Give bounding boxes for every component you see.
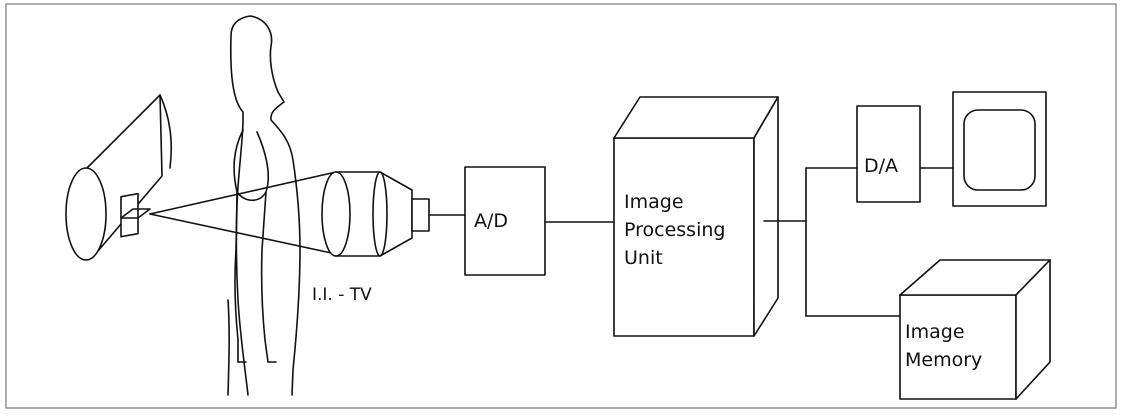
- da-converter: [856, 105, 921, 203]
- connections: [428, 167, 954, 317]
- ipu-label-line3: Unit: [624, 247, 663, 269]
- image-memory: [899, 259, 1051, 400]
- memory-label-line2: Memory: [905, 349, 982, 371]
- ipu-label-line1: Image: [624, 191, 684, 213]
- x-ray-tube: [65, 94, 173, 261]
- da-label: D/A: [864, 155, 898, 177]
- x-ray-beam: [149, 171, 337, 255]
- image-processing-unit: [613, 96, 779, 337]
- diagram-frame: [5, 3, 1117, 409]
- patient-silhouette: [227, 15, 301, 396]
- ad-converter: [464, 166, 546, 276]
- ipu-label-line2: Processing: [624, 219, 725, 241]
- image-intensifier: [321, 171, 430, 257]
- ii-tv-label: I.I. - TV: [312, 285, 372, 305]
- memory-label-line1: Image: [905, 321, 965, 343]
- monitor: [952, 91, 1047, 207]
- ad-label: A/D: [474, 210, 508, 232]
